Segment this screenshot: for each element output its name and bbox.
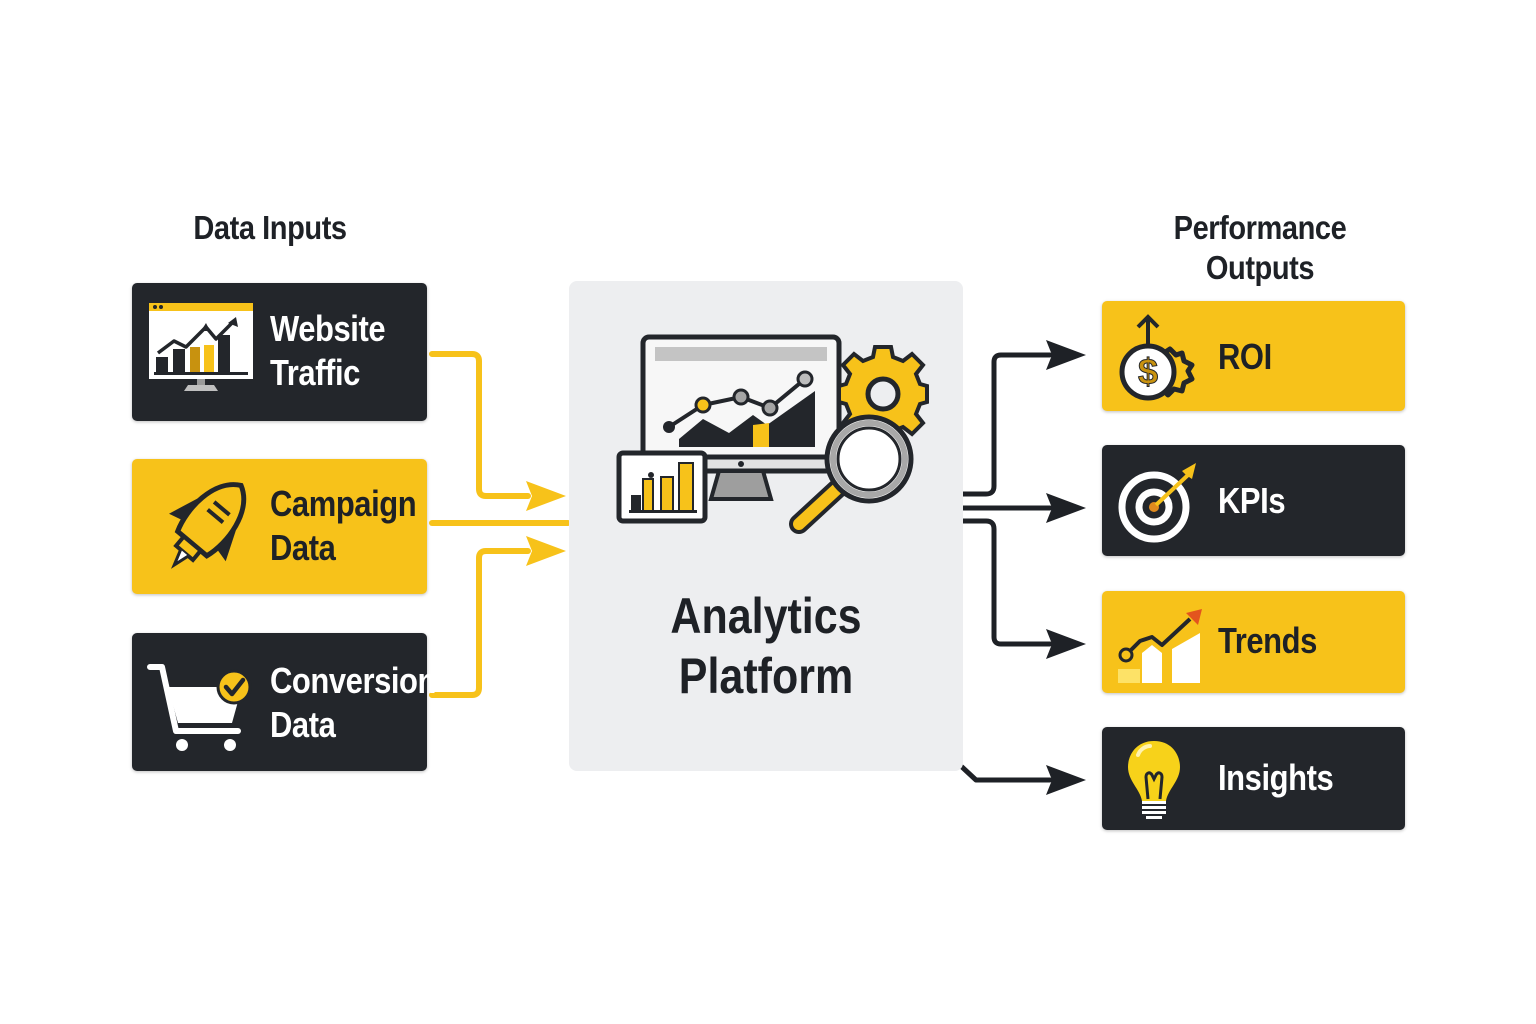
output-card-insights[interactable]: Insights [1102,727,1405,830]
connector-website-traffic [429,351,531,499]
input-label-line1: Website [270,308,386,349]
input-label: Website Traffic [270,307,386,395]
inputs-heading: Data Inputs [193,209,347,246]
input-label: Conversion Data [270,659,436,747]
input-card-campaign-data[interactable]: Campaign Data [132,459,427,594]
output-label-roi: ROI [1218,336,1272,377]
outputs-heading: Performance Outputs [1146,208,1375,288]
arrowhead-roi [1046,340,1086,370]
input-label-line1: Conversion [270,660,437,701]
outputs-heading-line2: Outputs [1205,249,1315,286]
analytics-platform-hub[interactable]: Analytics Platform [569,281,963,771]
output-label-kpis: KPIs [1218,480,1286,521]
outputs-heading-line1: Performance [1173,209,1347,246]
arrowhead-conversion [526,536,566,566]
arrowhead-kpis [1046,493,1086,523]
input-label-line1: Campaign [270,483,417,524]
input-label-line2: Traffic [270,352,360,393]
svg-text:$: $ [1138,351,1158,392]
dashboard-analytics-icon [616,334,929,534]
input-card-website-traffic[interactable]: Website Traffic [132,283,427,421]
connector-roi [960,352,1053,497]
output-label-trends: Trends [1218,620,1317,661]
hub-title: Analytics Platform [597,586,936,706]
cart-check-icon [147,664,252,751]
arrowhead-website [526,481,566,511]
hub-title-line1: Analytics [670,588,862,644]
connector-conversion-data [429,548,531,698]
trend-chart-icon [1118,609,1202,683]
input-card-conversion-data[interactable]: Conversion Data [132,633,436,771]
connector-trends [960,518,1053,647]
output-card-kpis[interactable]: KPIs [1102,445,1405,556]
input-label-line2: Data [270,527,336,568]
connector-insights [959,764,1053,783]
output-card-roi[interactable]: $ ROI [1102,301,1405,411]
hub-title-line2: Platform [678,648,854,704]
target-icon [1118,463,1196,543]
monitor-chart-icon [149,303,253,391]
dollar-gear-icon: $ [1119,314,1195,401]
arrowhead-insights [1046,765,1086,795]
lightbulb-icon [1128,741,1180,819]
output-card-trends[interactable]: Trends [1102,591,1405,693]
input-label: Campaign Data [270,482,417,570]
rocket-icon [169,482,247,569]
input-label-line2: Data [270,704,336,745]
arrowhead-trends [1046,629,1086,659]
output-label-insights: Insights [1218,757,1334,798]
